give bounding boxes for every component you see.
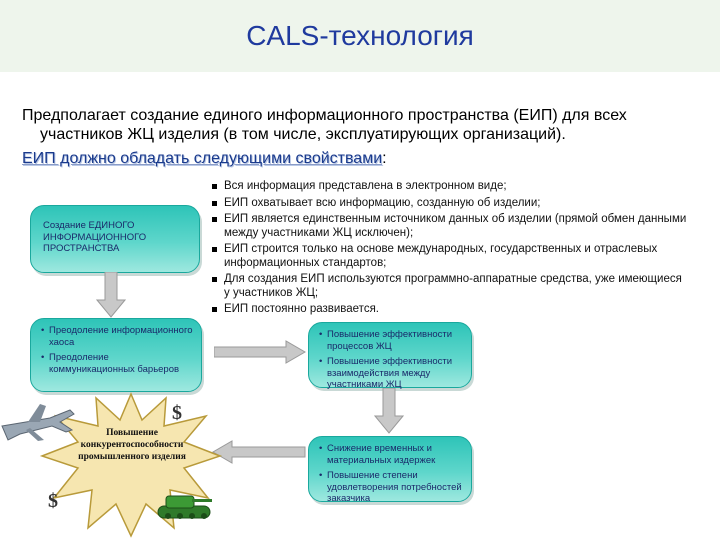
arrow-right-icon [214, 340, 306, 364]
property-item: Для создания ЕИП используются программно… [212, 273, 690, 300]
dollar-icon: $ [172, 402, 182, 424]
property-item: ЕИП является единственным источником дан… [212, 213, 690, 240]
intro-line-1: Предполагает создание единого информацио… [22, 107, 627, 124]
box-overcome-item: Преодоление информационного хаоса [41, 325, 193, 348]
title-band [0, 0, 720, 72]
tank-icon [157, 495, 212, 519]
box-create-eip: Создание ЕДИНОГО ИНФОРМАЦИОННОГО ПРОСТРА… [30, 205, 200, 273]
properties-list: Вся информация представлена в электронно… [212, 180, 690, 320]
dollar-icon: $ [48, 490, 58, 512]
airplane-icon [1, 404, 75, 441]
intro-paragraph: Предполагает создание единого информацио… [22, 106, 712, 144]
box-cost-reduction-item: Повышение степени удовлетворения потребн… [319, 470, 463, 505]
box-efficiency: Повышение эффективности процессов ЖЦ Пов… [308, 322, 472, 391]
properties-heading-label: ЕИП должно обладать следующими свойствам… [22, 150, 383, 167]
property-item: ЕИП постоянно развивается. [212, 303, 690, 317]
box-create-eip-text: Создание ЕДИНОГО ИНФОРМАЦИОННОГО ПРОСТРА… [43, 220, 147, 254]
box-cost-reduction-item: Снижение временных и материальных издерж… [319, 443, 463, 466]
box-efficiency-item: Повышение эффективности процессов ЖЦ [319, 329, 463, 352]
intro-line-2: участников ЖЦ изделия (в том числе, эксп… [40, 126, 566, 143]
box-overcome-item: Преодоление коммуникационных барьеров [41, 352, 193, 375]
box-cost-reduction: Снижение временных и материальных издерж… [308, 436, 472, 505]
box-efficiency-item: Повышение эффективности взаимодействия м… [319, 356, 463, 391]
arrow-down-icon [374, 388, 404, 434]
arrow-down-icon [96, 272, 126, 318]
property-item: ЕИП охватывает всю информацию, созданную… [212, 197, 690, 211]
box-overcome: Преодоление информационного хаоса Преодо… [30, 318, 202, 392]
page-title: CALS-технология [246, 20, 474, 51]
properties-heading-colon: : [382, 150, 387, 167]
property-item: ЕИП строится только на основе международ… [212, 243, 690, 270]
arrow-left-icon [212, 440, 306, 464]
properties-heading: ЕИП должно обладать следующими свойствам… [22, 150, 387, 168]
star-text: Повышение конкурентоспособности промышле… [78, 428, 186, 462]
property-item: Вся информация представлена в электронно… [212, 180, 690, 194]
